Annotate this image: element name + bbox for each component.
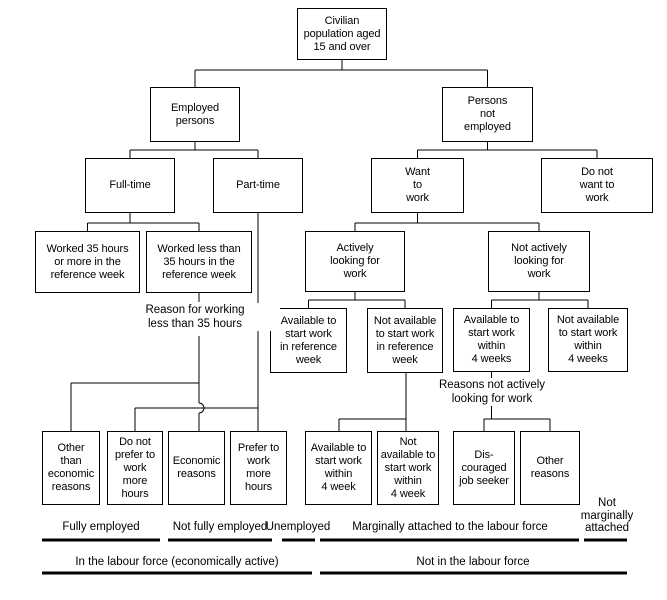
node-not-available-reference-week: Not available to start work in reference… xyxy=(367,308,443,373)
label-in-labour-force: In the labour force (economically active… xyxy=(75,556,279,568)
node-other-than-economic-reasons: Other than economic reasons xyxy=(42,431,100,505)
node-not-available-within-4-weeks: Not available to start work within 4 wee… xyxy=(548,308,628,372)
node-economic-reasons: Economic reasons xyxy=(168,431,225,505)
node-full-time: Full-time xyxy=(85,158,175,213)
node-other-reasons: Other reasons xyxy=(520,431,580,505)
label-not-in-labour-force: Not in the labour force xyxy=(416,556,530,568)
node-worked-less-than-35-hours: Worked less than 35 hours in the referen… xyxy=(146,231,252,293)
node-worked-35-hours-or-more: Worked 35 hours or more in the reference… xyxy=(35,231,140,293)
node-civilian-population: Civilian population aged 15 and over xyxy=(297,8,387,60)
category-bracket-lines xyxy=(42,538,627,575)
node-do-not-want-to-work: Do not want to work xyxy=(541,158,653,213)
label-unemployed: Unemployed xyxy=(265,521,331,533)
node-employed-persons: Employed persons xyxy=(150,87,240,142)
node-actively-looking: Actively looking for work xyxy=(305,231,405,292)
node-discouraged-job-seeker: Dis- couraged job seeker xyxy=(453,431,515,505)
node-not-actively-looking: Not actively looking for work xyxy=(488,231,590,292)
node-available-within-4-week: Available to start work within 4 week xyxy=(305,431,372,505)
label-fully-employed: Fully employed xyxy=(62,521,140,533)
node-persons-not-employed: Persons not employed xyxy=(442,87,533,142)
node-part-time: Part-time xyxy=(213,158,303,213)
node-prefer-more-hours: Prefer to work more hours xyxy=(230,431,287,505)
node-not-available-within-4-week: Not available to start work within 4 wee… xyxy=(377,431,439,505)
annotation-reason-working-less-35: Reason for working less than 35 hours xyxy=(110,303,280,331)
node-want-to-work: Want to work xyxy=(371,158,464,213)
label-not-marginally-attached: Not marginally attached xyxy=(580,497,634,534)
node-do-not-prefer-more-hours: Do not prefer to work more hours xyxy=(107,431,163,505)
tree-connector-lines xyxy=(70,60,598,431)
label-marginally-attached: Marginally attached to the labour force xyxy=(352,521,548,533)
annotation-reasons-not-actively-looking: Reasons not actively looking for work xyxy=(407,378,577,406)
line-crossover-hop xyxy=(198,402,205,414)
node-available-reference-week: Available to start work in reference wee… xyxy=(270,308,347,373)
node-available-within-4-weeks: Available to start work within 4 weeks xyxy=(453,308,530,372)
label-not-fully-employed: Not fully employed xyxy=(172,521,268,533)
